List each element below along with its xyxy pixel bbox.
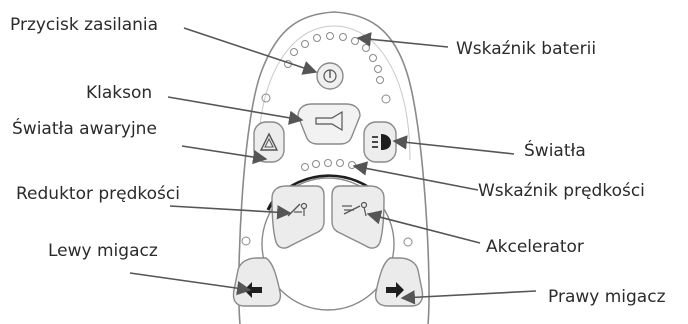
headlight-icon — [372, 134, 391, 150]
label-battery-indicator: Wskaźnik baterii — [456, 39, 596, 59]
label-left-indicator: Lewy migacz — [48, 241, 158, 261]
speed-led — [301, 163, 309, 171]
label-lights: Światła — [524, 139, 586, 161]
label-right-indicator: Prawy migacz — [548, 287, 666, 307]
panel-inner-outline — [257, 25, 411, 161]
battery-led — [376, 76, 384, 84]
accelerator-button[interactable] — [331, 185, 385, 249]
label-hazard-lights: Światła awaryjne — [12, 117, 157, 139]
battery-led — [362, 44, 370, 52]
speed-led — [324, 159, 332, 167]
battery-led — [301, 40, 309, 48]
fast-speed-icon — [342, 201, 368, 217]
arrow-left-indicator — [129, 272, 252, 296]
hazard-lights-button[interactable] — [253, 121, 285, 163]
callout-arrows — [129, 27, 537, 305]
battery-indicator — [284, 32, 384, 84]
speed-reducer-button[interactable] — [271, 185, 325, 249]
arrow-battery-indicator — [356, 32, 449, 48]
speed-led — [336, 159, 344, 167]
label-horn: Klakson — [86, 83, 152, 103]
arrow-accelerator — [366, 210, 481, 244]
arrow-power-button — [183, 27, 318, 75]
arrow-speed-indicator — [352, 161, 479, 191]
decorative-dots — [241, 93, 413, 247]
battery-led — [313, 34, 321, 42]
battery-led — [326, 32, 334, 40]
battery-led — [374, 65, 382, 73]
label-speed-indicator: Wskaźnik prędkości — [478, 181, 645, 201]
battery-led — [351, 37, 359, 45]
arrow-right-icon — [386, 282, 404, 298]
battery-led — [369, 54, 377, 62]
hazard-triangle-icon — [259, 132, 279, 151]
speed-led — [348, 161, 356, 169]
arrow-lights — [392, 135, 515, 155]
arrow-horn — [167, 96, 304, 125]
label-speed-reducer: Reduktor prędkości — [16, 184, 180, 204]
left-indicator-button[interactable] — [232, 257, 282, 307]
battery-led — [290, 48, 298, 56]
arrow-speed-reducer — [169, 205, 292, 220]
speed-led — [312, 160, 320, 168]
horn-button[interactable] — [297, 103, 361, 145]
label-power-button: Przycisk zasilania — [10, 15, 158, 35]
right-indicator-button[interactable] — [374, 257, 424, 307]
battery-led — [339, 33, 347, 41]
labels: Przycisk zasilania Wskaźnik baterii Klak… — [10, 15, 666, 307]
power-icon — [323, 69, 337, 83]
power-button[interactable] — [316, 62, 344, 90]
speed-indicator — [301, 159, 356, 171]
arrow-right-indicator — [400, 290, 537, 305]
lights-button[interactable] — [363, 121, 397, 163]
arrow-hazard-lights — [181, 145, 268, 165]
horn-icon — [315, 110, 343, 132]
label-accelerator: Akcelerator — [486, 237, 584, 257]
